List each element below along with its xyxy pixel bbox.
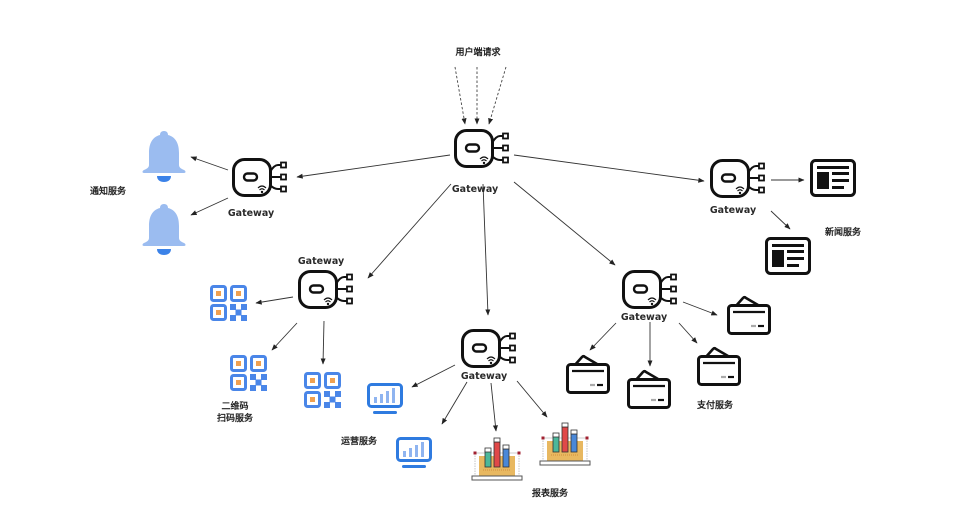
gateway-icon bbox=[710, 159, 766, 198]
ops-service-label: 运营服务 bbox=[341, 435, 378, 447]
edge-request-1 bbox=[454, 66, 467, 125]
report-service-label: 报表服务 bbox=[532, 487, 569, 499]
root-gateway-edges bbox=[296, 154, 705, 316]
wallet-card-icon[interactable] bbox=[566, 354, 610, 394]
edge-pay-2 bbox=[589, 322, 617, 351]
gateway-notify[interactable]: Gateway bbox=[228, 158, 288, 220]
monitor-chart-icon[interactable] bbox=[367, 383, 403, 416]
gateway-icon bbox=[461, 329, 517, 368]
qr-code-icon[interactable] bbox=[210, 285, 249, 323]
bell-icon[interactable] bbox=[142, 131, 186, 182]
wallet-card-icon[interactable] bbox=[697, 346, 741, 386]
qr-code-icon[interactable] bbox=[304, 372, 343, 410]
edge-report-1 bbox=[490, 382, 498, 432]
bar-chart-icon[interactable] bbox=[539, 422, 591, 466]
edge-qr-1 bbox=[255, 296, 294, 305]
edge-request-3 bbox=[488, 66, 507, 125]
gateway-icon bbox=[232, 158, 288, 197]
edge-news-2 bbox=[770, 210, 791, 230]
client-request-label: 用户端请求 bbox=[454, 46, 501, 58]
pay-service: 支付服务 bbox=[566, 295, 771, 411]
gateway-qr[interactable]: Gateway bbox=[298, 256, 354, 309]
notify-service: 通知服务 bbox=[90, 131, 229, 255]
gateway-notify-label: Gateway bbox=[228, 208, 275, 219]
monitor-chart-icon[interactable] bbox=[396, 437, 432, 470]
gateway-pay[interactable]: Gateway bbox=[621, 270, 678, 324]
newspaper-icon[interactable] bbox=[810, 159, 856, 197]
qr-service-label-line1: 二维码 bbox=[221, 400, 248, 412]
gateway-report[interactable]: Gateway bbox=[461, 329, 517, 383]
edge-report-2 bbox=[516, 380, 548, 418]
pay-service-label: 支付服务 bbox=[696, 399, 734, 411]
ops-service: 运营服务 bbox=[341, 364, 468, 470]
gateway-root-label: Gateway bbox=[452, 184, 499, 195]
gateway-news-label: Gateway bbox=[710, 205, 757, 216]
qr-code-icon[interactable] bbox=[230, 355, 269, 393]
bell-icon[interactable] bbox=[142, 204, 186, 255]
gateway-news[interactable]: Gateway bbox=[710, 159, 766, 217]
qr-service: 二维码 扫码服务 bbox=[210, 285, 343, 424]
gateway-icon bbox=[454, 129, 510, 168]
news-service: 新闻服务 bbox=[765, 159, 862, 275]
report-service: 报表服务 bbox=[471, 380, 591, 499]
edge-pay-1 bbox=[682, 301, 718, 316]
edge-root-to-news bbox=[513, 154, 705, 183]
gateway-icon bbox=[298, 270, 354, 309]
edge-ops-2 bbox=[441, 381, 468, 425]
gateway-qr-label: Gateway bbox=[298, 256, 345, 267]
gateway-root[interactable]: Gateway bbox=[452, 129, 510, 196]
edge-pay-4 bbox=[678, 322, 698, 344]
gateway-pay-label: Gateway bbox=[621, 312, 668, 323]
edge-notify-2 bbox=[190, 197, 229, 216]
edge-notify-1 bbox=[190, 156, 229, 171]
gateway-report-label: Gateway bbox=[461, 371, 508, 382]
notify-service-label: 通知服务 bbox=[90, 185, 127, 197]
edge-qr-3 bbox=[320, 320, 326, 365]
edge-root-to-report bbox=[482, 183, 491, 316]
client-request-arrows bbox=[454, 66, 507, 125]
wallet-card-icon[interactable] bbox=[727, 295, 771, 335]
edge-ops-1 bbox=[411, 364, 456, 388]
bar-chart-icon[interactable] bbox=[471, 437, 523, 481]
newspaper-icon[interactable] bbox=[765, 237, 811, 275]
gateway-icon bbox=[622, 270, 678, 309]
qr-service-label-line2: 扫码服务 bbox=[217, 412, 254, 424]
edge-root-to-qr bbox=[367, 183, 452, 279]
edge-root-to-notify bbox=[296, 154, 451, 179]
news-service-label: 新闻服务 bbox=[825, 226, 862, 238]
edge-qr-2 bbox=[271, 322, 298, 351]
wallet-card-icon[interactable] bbox=[627, 369, 671, 409]
edge-root-to-pay bbox=[513, 181, 616, 266]
